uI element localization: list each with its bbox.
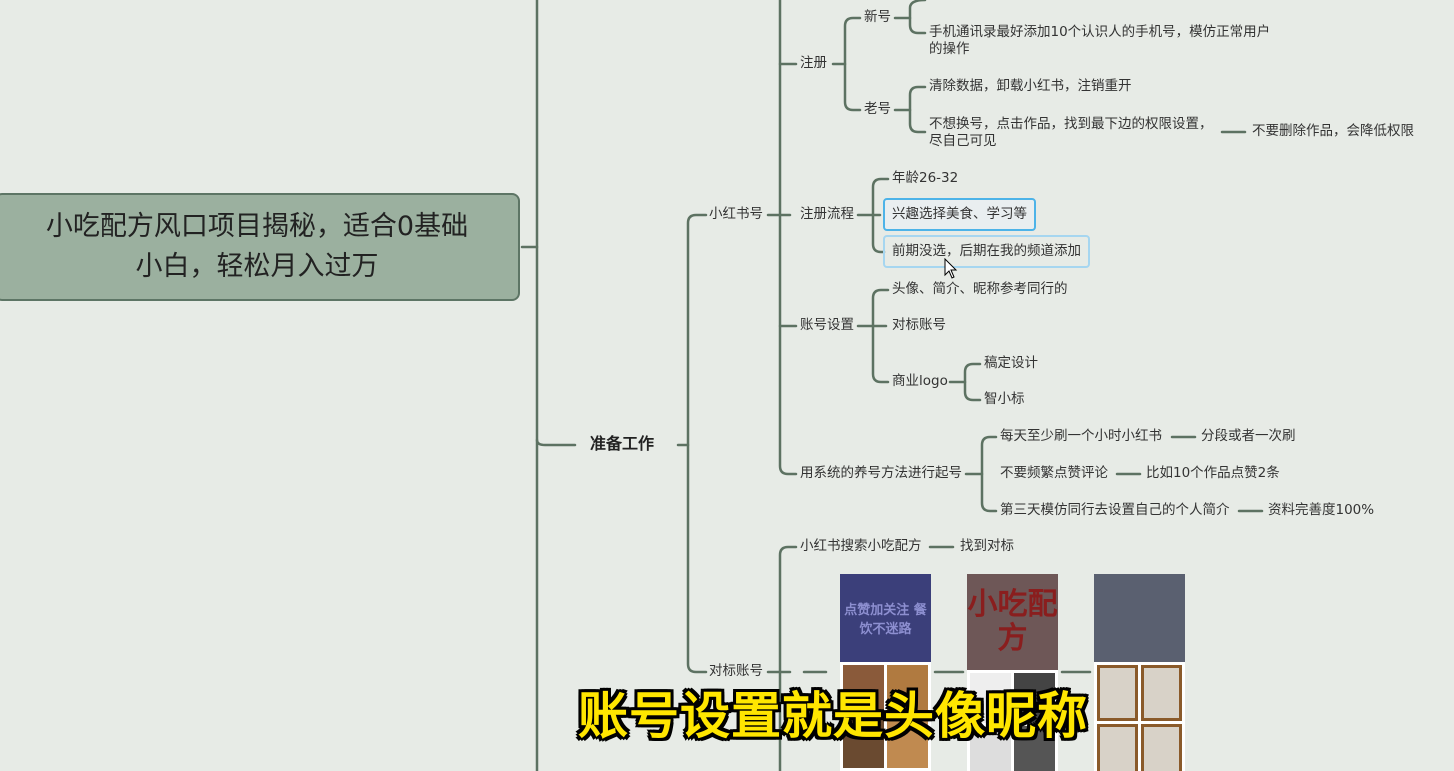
screenshot-caption: 小吃配方 <box>967 574 1058 670</box>
root-title: 小吃配方风口项目揭秘，适合0基础小白，轻松月入过万 <box>45 211 469 282</box>
node-text: 的操作 <box>929 41 970 57</box>
node-text: 不想换号，点击作品，找到最下边的权限设置， <box>929 116 1213 132</box>
node-age[interactable]: 年龄26-32 <box>892 170 959 186</box>
node-old-account[interactable]: 老号 <box>864 101 891 117</box>
node-new-account[interactable]: 新号 <box>864 9 891 25</box>
node-account-settings[interactable]: 账号设置 <box>800 317 854 333</box>
node-no-delete[interactable]: 不要删除作品，会降低权限 <box>1252 123 1414 139</box>
node-permission[interactable]: 不想换号，点击作品，找到最下边的权限设置，尽自己可见 <box>929 116 1213 150</box>
node-interest-selected[interactable]: 兴趣选择美食、学习等 <box>883 198 1036 231</box>
node-nurture-1[interactable]: 每天至少刷一个小时小红书 <box>1000 428 1162 444</box>
branch-preparation[interactable]: 准备工作 <box>590 434 655 453</box>
node-nurture-3-note[interactable]: 资料完善度100% <box>1268 502 1375 518</box>
node-nurture-2[interactable]: 不要频繁点赞评论 <box>1000 465 1108 481</box>
video-subtitle: 账号设置就是头像昵称 <box>578 687 1088 745</box>
benchmark-screenshot-1[interactable]: 点赞加关注 餐饮不迷路 <box>840 574 931 771</box>
node-register-flow[interactable]: 注册流程 <box>800 206 854 222</box>
node-text: 手机通讯录最好添加10个认识人的手机号，模仿正常用户 <box>929 24 1271 40</box>
root-topic[interactable]: 小吃配方风口项目揭秘，适合0基础小白，轻松月入过万 <box>0 193 520 301</box>
node-zhixiaobiao[interactable]: 智小标 <box>984 391 1025 407</box>
node-benchmark[interactable]: 对标账号 <box>709 663 763 679</box>
node-text: 尽自己可见 <box>929 133 997 149</box>
screenshot-caption: 点赞加关注 餐饮不迷路 <box>840 574 931 662</box>
benchmark-screenshot-2[interactable]: 小吃配方 <box>967 574 1058 771</box>
node-add-later[interactable]: 前期没选，后期在我的频道添加 <box>883 235 1090 268</box>
screenshot-caption <box>1094 574 1185 662</box>
node-search[interactable]: 小红书搜索小吃配方 <box>800 538 922 554</box>
node-business-logo[interactable]: 商业logo <box>892 373 948 389</box>
node-new-contacts[interactable]: 手机通讯录最好添加10个认识人的手机号，模仿正常用户的操作 <box>929 24 1270 58</box>
node-find-benchmark[interactable]: 找到对标 <box>960 538 1014 554</box>
node-nurture[interactable]: 用系统的养号方法进行起号 <box>800 465 962 481</box>
node-gaoding[interactable]: 稿定设计 <box>984 355 1038 371</box>
node-benchmark-account[interactable]: 对标账号 <box>892 317 946 333</box>
node-xhs-account[interactable]: 小红书号 <box>709 206 763 222</box>
benchmark-screenshot-3[interactable] <box>1094 574 1185 771</box>
node-nurture-1-note[interactable]: 分段或者一次刷 <box>1201 428 1296 444</box>
node-clear-data[interactable]: 清除数据，卸载小红书，注销重开 <box>929 78 1132 94</box>
node-register[interactable]: 注册 <box>800 55 827 71</box>
node-avatar-bio[interactable]: 头像、简介、昵称参考同行的 <box>892 281 1068 297</box>
node-nurture-2-note[interactable]: 比如10个作品点赞2条 <box>1146 465 1280 481</box>
node-nurture-3[interactable]: 第三天模仿同行去设置自己的个人简介 <box>1000 502 1230 518</box>
mouse-cursor-icon <box>944 258 958 279</box>
